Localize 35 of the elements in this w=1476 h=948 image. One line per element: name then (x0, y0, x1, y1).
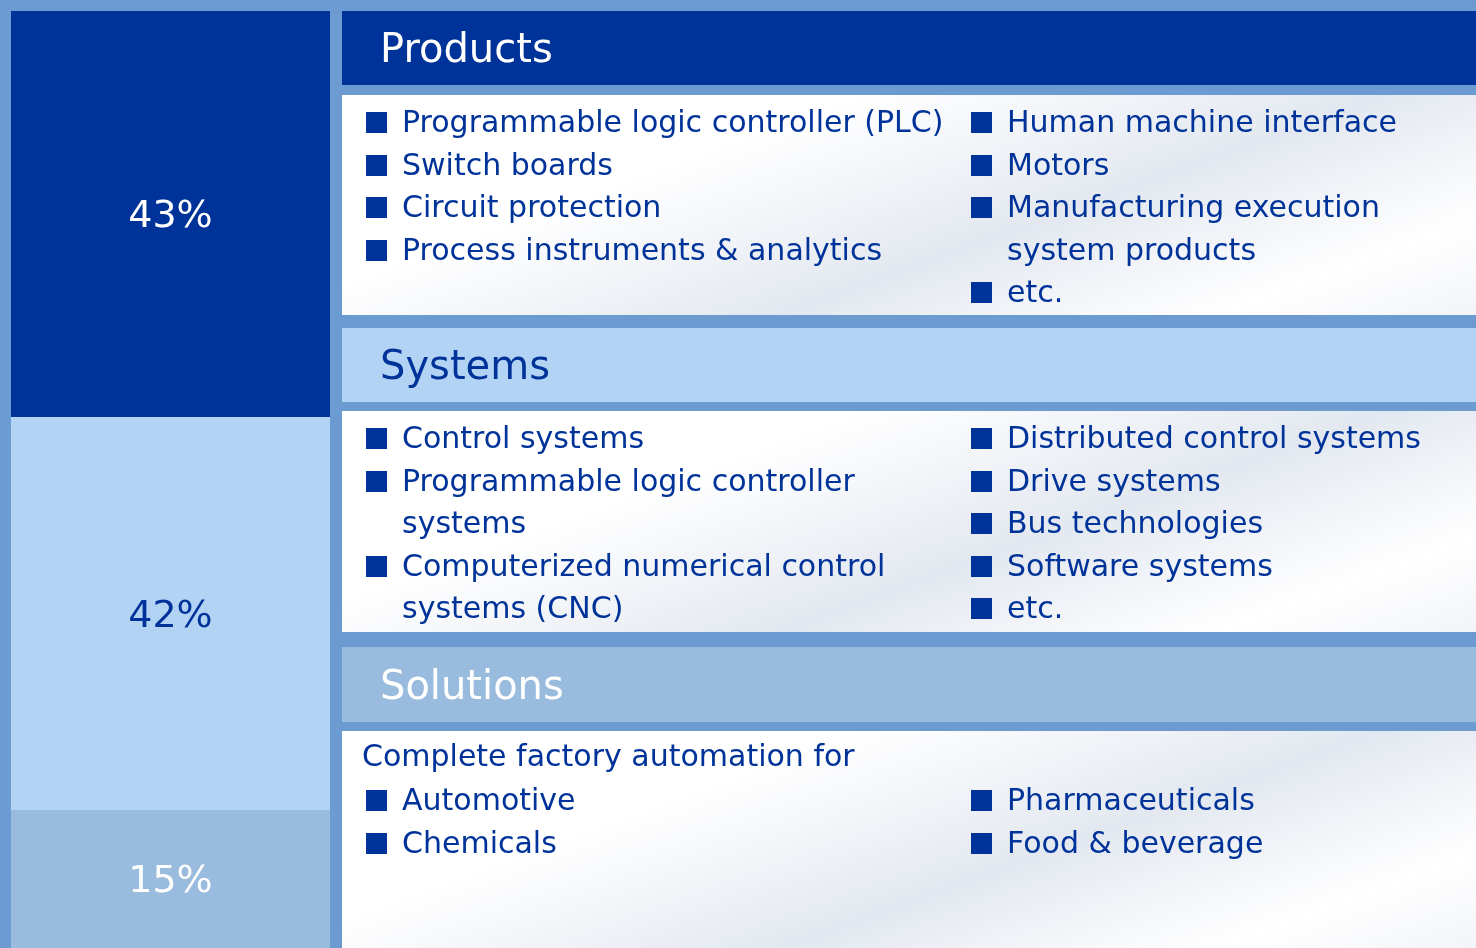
percentage-label: 15% (128, 857, 213, 901)
section-title: Solutions (380, 661, 564, 708)
list-item: Computerized numerical control systems (CNC) (402, 547, 886, 625)
list-item: Food & beverage (1007, 824, 1264, 860)
percentage-label: 43% (128, 192, 213, 236)
list-item: Software systems (1007, 547, 1273, 583)
list-item: Programmable logic controller (PLC) (402, 104, 944, 139)
percentage-bar (11, 810, 330, 948)
percentage-bar (11, 417, 330, 810)
section-title: Systems (380, 342, 550, 388)
list-item: etc. (1007, 590, 1064, 625)
percentage-label: 42% (128, 591, 213, 636)
list-item: Automotive (402, 782, 576, 817)
list-item: Switch boards (402, 146, 613, 182)
list-item: Distributed control systems (1007, 420, 1421, 455)
list-item: Programmable logic controller systems (402, 462, 855, 540)
list-item: Human machine interface (1007, 104, 1397, 139)
list-item: Circuit protection (402, 189, 662, 224)
section-header (342, 647, 1476, 722)
list-item: etc. (1007, 274, 1064, 309)
list-item: Control systems (402, 420, 645, 455)
section-title: Products (380, 25, 553, 71)
percentage-bar (11, 11, 330, 417)
section-header (342, 328, 1476, 402)
content-panel (342, 731, 1476, 948)
content-panel (342, 95, 1476, 315)
content-panel (342, 411, 1476, 632)
list-item: Process instruments & analytics (402, 231, 883, 267)
list-item: Chemicals (402, 824, 557, 860)
list-item: Drive systems (1007, 462, 1221, 498)
list-item: Pharmaceuticals (1007, 782, 1255, 817)
list-item: Motors (1007, 146, 1110, 182)
list-item: Bus technologies (1007, 505, 1263, 540)
intro-text: Complete factory automation for (362, 737, 855, 775)
section-header (342, 11, 1476, 85)
